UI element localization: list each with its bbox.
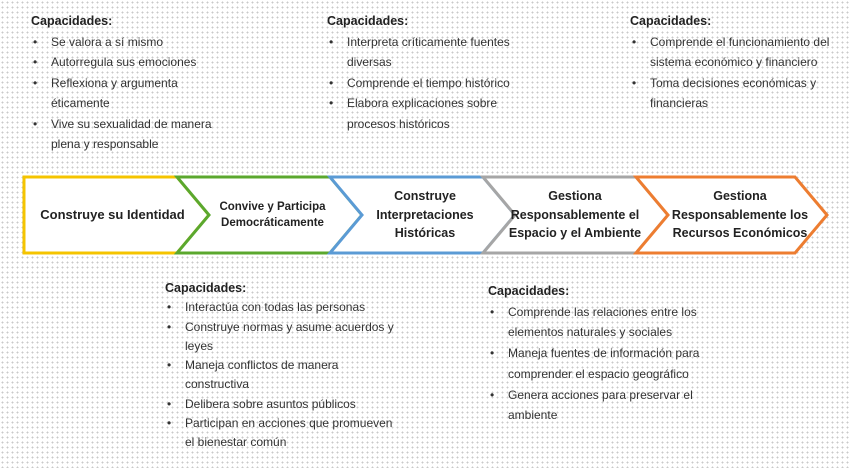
- list-item: Genera acciones para preservar el ambien…: [488, 385, 738, 426]
- list-item: Maneja fuentes de información para compr…: [488, 343, 738, 384]
- list-item: Comprende las relaciones entre los eleme…: [488, 302, 738, 343]
- capacidades-list: Interpreta críticamente fuentes diversas…: [327, 32, 542, 135]
- list-item: Comprende el tiempo histórico: [327, 73, 542, 94]
- chevron-convive-label: Convive y Participa Democráticamente: [219, 201, 326, 229]
- capacidades-historicas: Capacidades: Interpreta críticamente fue…: [327, 11, 542, 134]
- list-item: Interactúa con todas las personas: [165, 298, 395, 318]
- capacidades-espacio: Capacidades: Comprende las relaciones en…: [488, 281, 738, 426]
- list-item: Vive su sexualidad de manera plena y res…: [31, 114, 231, 155]
- capacidades-list: Interactúa con todas las personas Constr…: [165, 298, 395, 452]
- chevron-economicos-shape: [632, 175, 829, 255]
- list-item: Elabora explicaciones sobre procesos his…: [327, 93, 542, 134]
- capacidades-title: Capacidades:: [630, 14, 712, 28]
- capacidades-list: Comprende el funcionamiento del sistema …: [630, 32, 835, 114]
- list-item: Construye normas y asume acuerdos y leye…: [165, 318, 395, 357]
- list-item: Interpreta críticamente fuentes diversas: [327, 32, 542, 73]
- chevron-historicas-label: Construye Interpretaciones Históricas: [376, 189, 474, 241]
- chevron-identidad-label: Construye su Identidad: [40, 206, 185, 222]
- capacidades-title: Capacidades:: [31, 14, 113, 28]
- capacidades-title: Capacidades:: [165, 281, 247, 295]
- list-item: Comprende el funcionamiento del sistema …: [630, 32, 835, 73]
- chevron-espacio-label: Gestiona Responsablemente el Espacio y e…: [508, 189, 642, 241]
- capacidades-list: Se valora a sí mismo Autorregula sus emo…: [31, 32, 231, 155]
- list-item: Se valora a sí mismo: [31, 32, 231, 53]
- capacidades-identidad: Capacidades: Se valora a sí mismo Autorr…: [31, 11, 231, 155]
- capacidades-title: Capacidades:: [488, 284, 570, 298]
- list-item: Autorregula sus emociones: [31, 52, 231, 73]
- capacidades-list: Comprende las relaciones entre los eleme…: [488, 302, 738, 426]
- list-item: Reflexiona y argumenta éticamente: [31, 73, 231, 114]
- list-item: Participan en acciones que promueven el …: [165, 414, 395, 453]
- capacidades-title: Capacidades:: [327, 14, 409, 28]
- chevron-economicos-label: Gestiona Responsablemente los Recursos E…: [671, 189, 809, 241]
- capacidades-economicos: Capacidades: Comprende el funcionamiento…: [630, 11, 835, 114]
- list-item: Delibera sobre asuntos públicos: [165, 395, 395, 415]
- list-item: Toma decisiones económicas y financieras: [630, 73, 835, 114]
- capacidades-convive: Capacidades: Interactúa con todas las pe…: [165, 279, 395, 453]
- list-item: Maneja conflictos de manera constructiva: [165, 356, 395, 395]
